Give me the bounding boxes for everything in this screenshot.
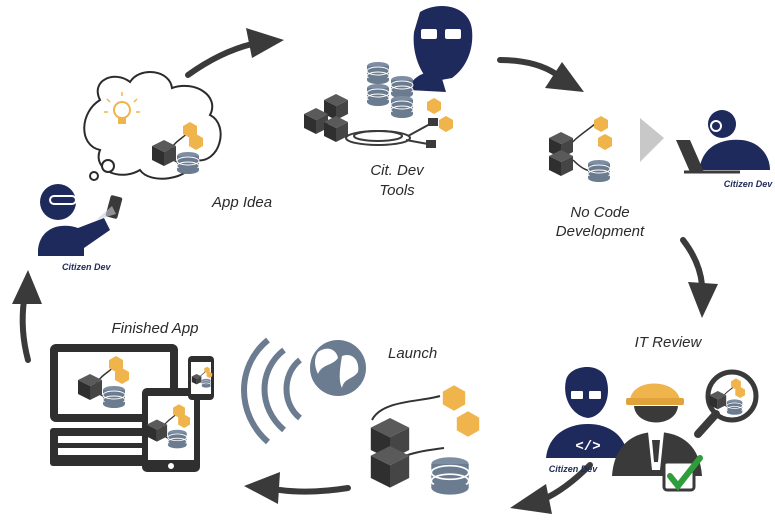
launch-app-icon <box>370 385 480 496</box>
citizen-dev-tag-1: Citizen Dev <box>62 262 112 272</box>
globe-icon <box>310 340 366 396</box>
arrow-review-to-launch <box>510 462 593 514</box>
thought-cloud <box>83 70 222 181</box>
citizen-dev-tag-3: Citizen Dev <box>549 464 599 474</box>
stage-label-it-review: IT Review <box>635 334 703 351</box>
arrow-idea-to-tools <box>185 28 284 78</box>
it-engineer-hardhat-figure <box>612 383 702 476</box>
arrow-finished-to-idea <box>12 270 42 363</box>
phone-device <box>188 356 214 400</box>
cubes-icon <box>304 94 348 142</box>
arrow-tools-to-nocode <box>497 57 584 92</box>
arrow-launch-to-finished <box>244 472 351 504</box>
stage-label-nocode-line2: Development <box>556 223 645 240</box>
stage-label-finished-app: Finished App <box>112 320 199 337</box>
arrow-nocode-to-review <box>680 237 718 318</box>
citizen-dev-phone-figure <box>38 184 123 256</box>
database-stack-icon <box>366 61 414 119</box>
citizen-dev-coder-figure: </> <box>546 366 628 458</box>
approved-checkmark-icon <box>662 455 703 492</box>
transition-shade <box>640 118 664 162</box>
citizen-dev-tag-2: Citizen Dev <box>724 179 774 189</box>
magnifier-icon <box>694 369 759 438</box>
stage-label-tools-line2: Tools <box>379 182 415 199</box>
stage-label-tools-line1: Cit. Dev <box>370 162 425 179</box>
signal-waves-icon <box>241 337 303 445</box>
lightbulb-icon <box>104 92 140 124</box>
tablet-device <box>142 388 200 472</box>
code-tag-icon: </> <box>575 439 600 455</box>
stage-label-launch: Launch <box>388 345 437 362</box>
citizen-dev-laptop-figure <box>676 110 770 174</box>
plug-cable-icon <box>345 98 453 148</box>
stage-label-app-idea: App Idea <box>211 194 272 211</box>
stage-label-nocode-line1: No Code <box>570 204 629 221</box>
nocode-app-icon <box>549 116 612 183</box>
citizen-dev-head-glasses <box>408 6 473 92</box>
